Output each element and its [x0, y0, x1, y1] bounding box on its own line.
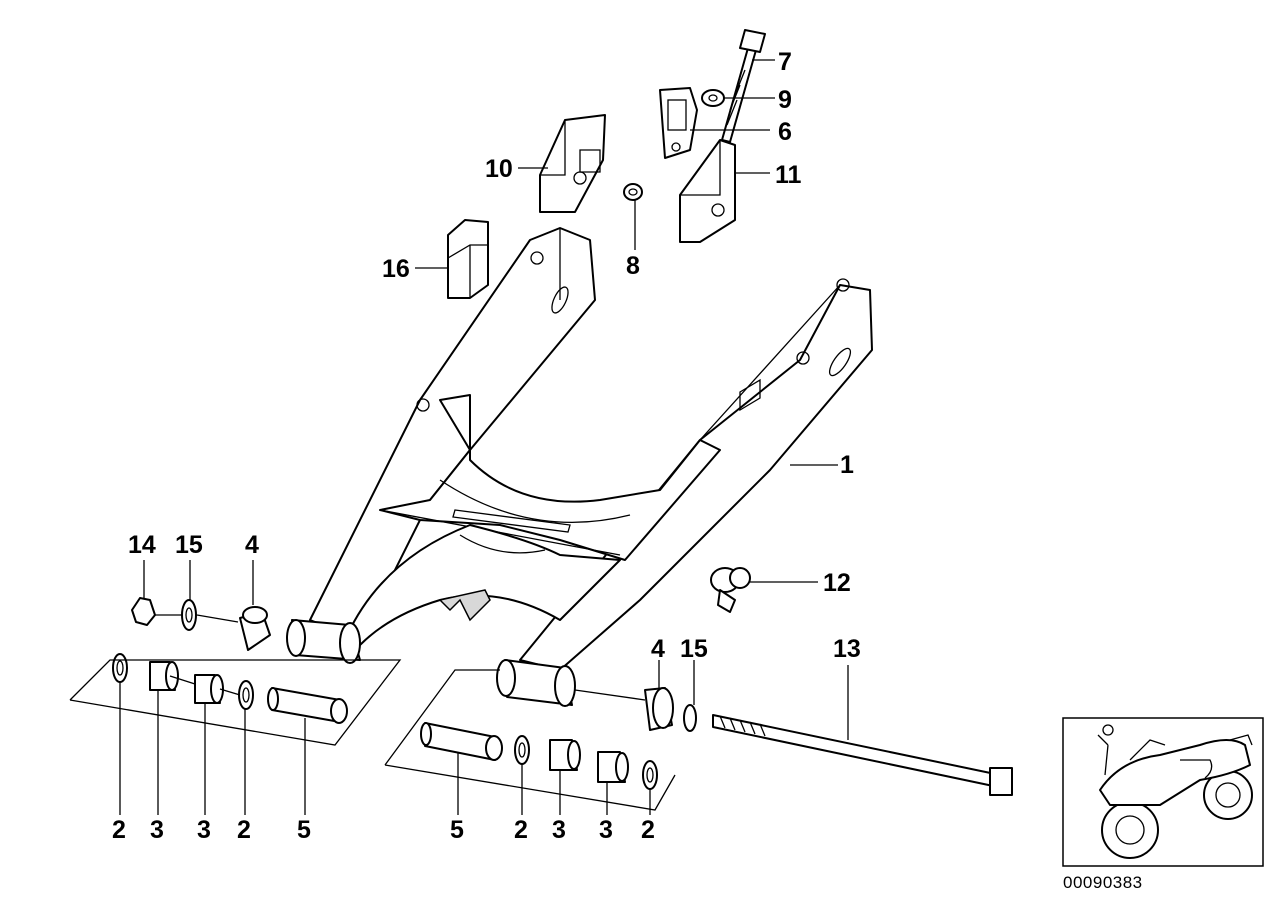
left-pivot-parts[interactable] — [112, 597, 348, 724]
callout-2-d: 2 — [641, 816, 655, 844]
callout-5-b: 5 — [450, 816, 464, 844]
clamp-part-12[interactable] — [710, 567, 751, 613]
callout-7: 7 — [778, 48, 792, 76]
swing-arm-part-1[interactable] — [286, 227, 873, 707]
callout-2-a: 2 — [112, 816, 126, 844]
diagram-reference-number: 00090383 — [1063, 873, 1143, 892]
leader-lines — [119, 59, 849, 815]
chain-adjuster-part-11[interactable] — [679, 139, 736, 243]
motorcycle-thumbnail — [1062, 717, 1264, 867]
callout-4-right: 4 — [651, 635, 665, 663]
callout-13: 13 — [833, 635, 861, 663]
callout-11: 11 — [775, 161, 802, 189]
axle-bolt-part-13 — [712, 714, 1001, 788]
right-pivot-parts[interactable] — [420, 687, 1013, 796]
callout-2-b: 2 — [237, 816, 251, 844]
bolt-part-7[interactable] — [721, 29, 766, 143]
callout-3-d: 3 — [599, 816, 613, 844]
callout-8: 8 — [626, 252, 640, 280]
plate-part-6[interactable] — [659, 87, 698, 159]
cap-part-16[interactable] — [447, 219, 489, 299]
callout-6: 6 — [778, 118, 792, 146]
washer-part-15-right — [683, 704, 697, 732]
callout-9: 9 — [778, 86, 792, 114]
callout-12: 12 — [823, 569, 851, 597]
chain-adjuster-part-10[interactable] — [539, 114, 606, 213]
right-group-frame — [384, 669, 676, 811]
callout-3-b: 3 — [197, 816, 211, 844]
washer-part-9[interactable] — [701, 89, 725, 107]
nut-part-14 — [131, 597, 156, 626]
callout-16: 16 — [382, 255, 410, 283]
callout-5-a: 5 — [297, 816, 311, 844]
left-group-frame — [69, 659, 402, 746]
callout-15-right: 15 — [680, 635, 708, 663]
callout-2-c: 2 — [514, 816, 528, 844]
callout-1: 1 — [840, 451, 854, 479]
callout-14: 14 — [128, 531, 156, 559]
callout-3-c: 3 — [552, 816, 566, 844]
callout-4-left: 4 — [245, 531, 259, 559]
washer-part-15-left — [181, 599, 197, 631]
nut-part-8[interactable] — [623, 183, 643, 201]
callout-labels: 7 9 6 10 11 8 16 1 14 15 4 12 4 15 13 2 … — [112, 48, 861, 844]
callout-15-left: 15 — [175, 531, 203, 559]
callout-10: 10 — [485, 155, 513, 183]
callout-3-a: 3 — [150, 816, 164, 844]
